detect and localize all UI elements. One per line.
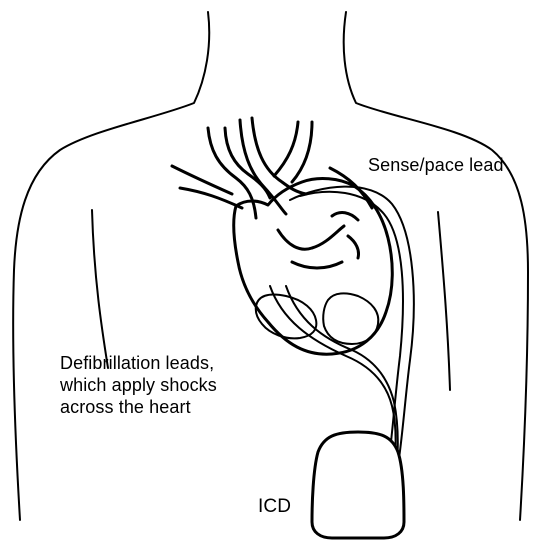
icd-label: ICD bbox=[258, 496, 291, 518]
defibrillation-leads-line-3: across the heart bbox=[60, 396, 270, 418]
icd-device bbox=[312, 432, 404, 538]
torso-outline bbox=[13, 12, 528, 520]
defibrillation-leads-line-1: Defibrillation leads, bbox=[60, 352, 270, 374]
defibrillation-leads-line-2: which apply shocks bbox=[60, 374, 270, 396]
vessels bbox=[172, 118, 372, 218]
defibrillation-pads bbox=[256, 293, 379, 344]
sense-pace-lead-label: Sense/pace lead bbox=[368, 154, 504, 176]
defibrillation-leads-label: Defibrillation leads, which apply shocks… bbox=[60, 352, 270, 418]
